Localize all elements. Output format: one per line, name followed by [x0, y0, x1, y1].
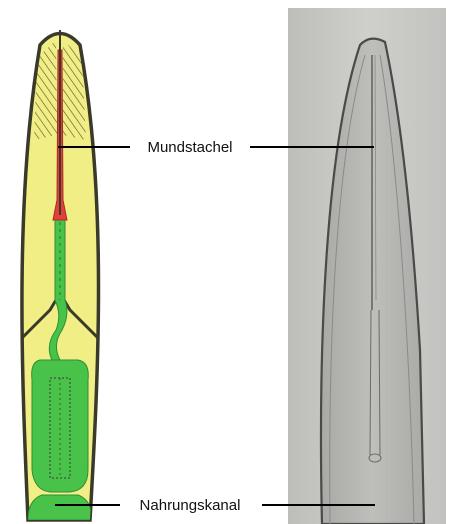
gut-label: Nahrungskanal: [140, 497, 241, 514]
schematic-drawing: [20, 30, 100, 520]
stylet-label: Mundstachel: [147, 139, 232, 156]
micrograph-photo: [288, 8, 446, 524]
gut-lower: [28, 495, 92, 520]
